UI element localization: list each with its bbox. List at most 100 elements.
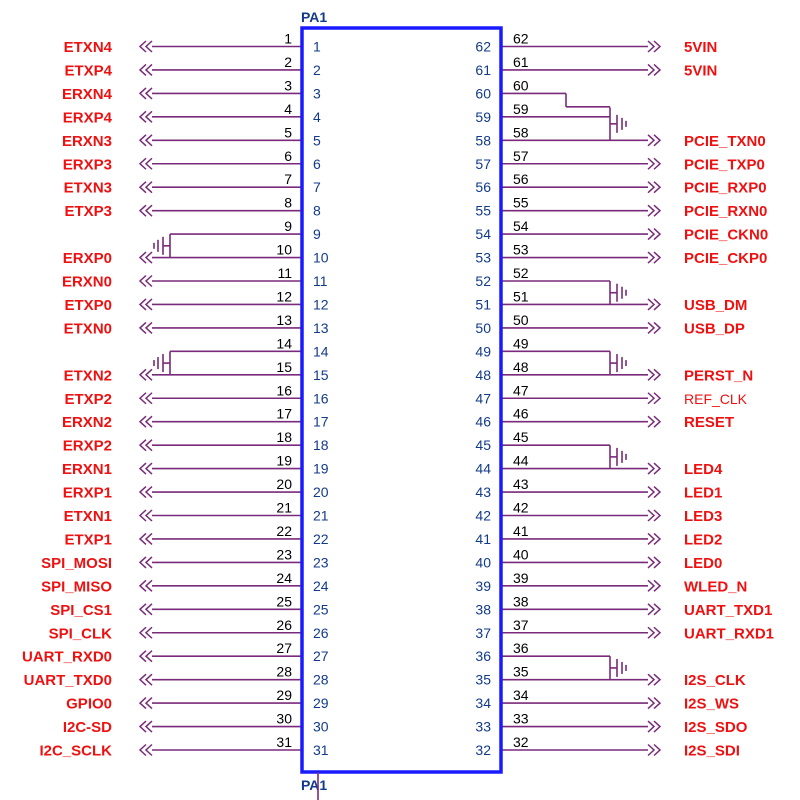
left-pin-26-arrow-a (138, 626, 147, 639)
right-pin-57-net-label: PCIE_TXP0 (684, 156, 765, 173)
left-pin-12-arrow-a (138, 298, 147, 311)
right-pin-54-number-outer: 54 (513, 218, 529, 234)
left-pin-13-number-inner: 13 (313, 320, 329, 336)
right-pin-61-number-outer: 61 (513, 54, 529, 70)
left-pin-8-net-label: ETXP3 (64, 203, 112, 220)
right-pin-47-arrow-b (647, 392, 656, 405)
right-pin-48-net-label: PERST_N (684, 367, 753, 384)
left-pin-30-net-label: I2C-SD (63, 719, 112, 736)
right-pin-35-number-inner: 35 (475, 672, 491, 688)
left-pin-20-arrow-a (138, 485, 147, 499)
left-pin-26-number-outer: 26 (276, 617, 292, 633)
left-pin-16-number-inner: 16 (313, 390, 329, 406)
left-pin-7-net-label: ETXN3 (64, 180, 112, 197)
left-pin-3-arrow-b (144, 87, 153, 100)
left-pin-29-arrow-a (138, 697, 147, 710)
left-pin-10-arrow-a (138, 251, 147, 264)
right-pins-49-48-ground-symbol (609, 351, 627, 375)
left-pin-7-arrow-a (138, 181, 147, 194)
left-pin-3-number-outer: 3 (284, 77, 292, 93)
right-pin-51-number-inner: 51 (475, 296, 491, 312)
left-pin-8-number-inner: 8 (313, 203, 321, 219)
left-pin-4-number-inner: 4 (313, 109, 321, 125)
right-pin-60-number-outer: 60 (513, 77, 529, 93)
left-pin-25-net-label: SPI_CS1 (50, 602, 112, 619)
right-pin-46-arrow-a (653, 415, 662, 428)
right-pin-51-number-outer: 51 (513, 288, 529, 304)
left-pin-25-arrow-b (144, 603, 153, 616)
right-pin-33-arrow-a (653, 720, 662, 733)
left-pin-11-net-label: ERXN0 (62, 274, 112, 291)
right-pin-52-number-outer: 52 (513, 265, 529, 281)
right-pins-52-51-ground-symbol (609, 281, 627, 305)
left-pin-21-number-outer: 21 (276, 500, 292, 516)
right-pin-44-arrow-b (647, 462, 656, 475)
right-pin-47-number-inner: 47 (475, 390, 491, 406)
left-pin-15-number-inner: 15 (313, 367, 329, 383)
right-pin-45-number-inner: 45 (475, 437, 491, 453)
left-pin-22-number-outer: 22 (276, 523, 292, 539)
left-pin-30-number-inner: 30 (313, 719, 329, 735)
left-pin-25-number-outer: 25 (276, 593, 292, 609)
left-pin-31-net-label: I2C_SCLK (39, 743, 112, 760)
right-pin-49-number-inner: 49 (475, 343, 491, 359)
right-pin-55-number-inner: 55 (475, 203, 491, 219)
left-pin-4-arrow-a (138, 110, 147, 123)
left-pin-5-number-outer: 5 (284, 124, 292, 140)
right-pin-48-arrow-a (653, 368, 662, 381)
left-pin-17-arrow-a (138, 415, 147, 428)
right-pin-50-number-inner: 50 (475, 320, 491, 336)
right-pin-42-number-outer: 42 (513, 500, 529, 516)
right-pin-48-number-inner: 48 (475, 367, 491, 383)
right-pin-36-number-inner: 36 (475, 648, 491, 664)
left-pin-5-arrow-b (144, 134, 153, 147)
left-pin-14-number-outer: 14 (276, 335, 292, 351)
left-pin-14-number-inner: 14 (313, 343, 329, 359)
left-pin-6-arrow-a (138, 157, 147, 170)
left-pin-5-net-label: ERXN3 (62, 133, 112, 150)
right-pin-38-net-label: UART_TXD1 (684, 602, 772, 619)
left-pin-8-number-outer: 8 (284, 195, 292, 211)
right-pin-32-number-outer: 32 (513, 734, 529, 750)
left-pin-12-number-outer: 12 (276, 288, 292, 304)
left-pin-15-arrow-b (144, 368, 153, 381)
left-pin-15-arrow-a (138, 368, 147, 381)
right-pin-43-number-outer: 43 (513, 476, 529, 492)
right-pin-56-arrow-b (647, 181, 656, 194)
right-pin-39-arrow-b (647, 579, 656, 592)
right-pin-61-net-label: 5VIN (684, 62, 717, 79)
left-pin-18-number-inner: 18 (313, 437, 329, 453)
right-pin-56-number-outer: 56 (513, 171, 529, 187)
right-pins-36-35-ground-symbol (609, 656, 627, 680)
right-pin-42-number-inner: 42 (475, 508, 491, 524)
left-pin-1-arrow-b (144, 40, 153, 53)
right-pin-32-net-label: I2S_SDI (684, 743, 740, 760)
right-pin-57-arrow-b (647, 157, 656, 170)
right-pin-56-net-label: PCIE_RXP0 (684, 180, 767, 197)
left-pin-24-number-inner: 24 (313, 578, 329, 594)
left-pin-22-number-inner: 22 (313, 531, 329, 547)
left-pin-8-arrow-a (138, 204, 147, 217)
left-pin-4-arrow-b (144, 110, 153, 123)
left-pin-20-arrow-b (144, 485, 153, 499)
right-pin-33-number-outer: 33 (513, 711, 529, 727)
left-pin-25-number-inner: 25 (313, 601, 329, 617)
right-pin-62-arrow-a (653, 40, 662, 53)
left-pin-21-net-label: ETXN1 (64, 508, 112, 525)
right-pin-40-arrow-a (653, 556, 662, 569)
right-pin-41-arrow-a (653, 532, 662, 546)
left-pin-12-number-inner: 12 (313, 296, 329, 312)
left-pin-16-net-label: ETXP2 (64, 391, 112, 408)
right-pin-58-arrow-a (653, 134, 662, 147)
left-pin-21-arrow-b (144, 509, 153, 522)
right-pin-46-number-inner: 46 (475, 414, 491, 430)
right-pin-52-number-inner: 52 (475, 273, 491, 289)
right-pin-51-arrow-a (653, 298, 662, 311)
left-pin-21-arrow-a (138, 509, 147, 522)
left-pin-28-net-label: UART_TXD0 (24, 672, 112, 689)
left-pin-11-number-inner: 11 (313, 273, 328, 289)
left-pin-27-number-inner: 27 (313, 648, 329, 664)
right-pin-58-arrow-b (647, 134, 656, 147)
left-pin-6-number-outer: 6 (284, 148, 292, 164)
left-pins-9-10-ground-symbol (153, 234, 171, 258)
